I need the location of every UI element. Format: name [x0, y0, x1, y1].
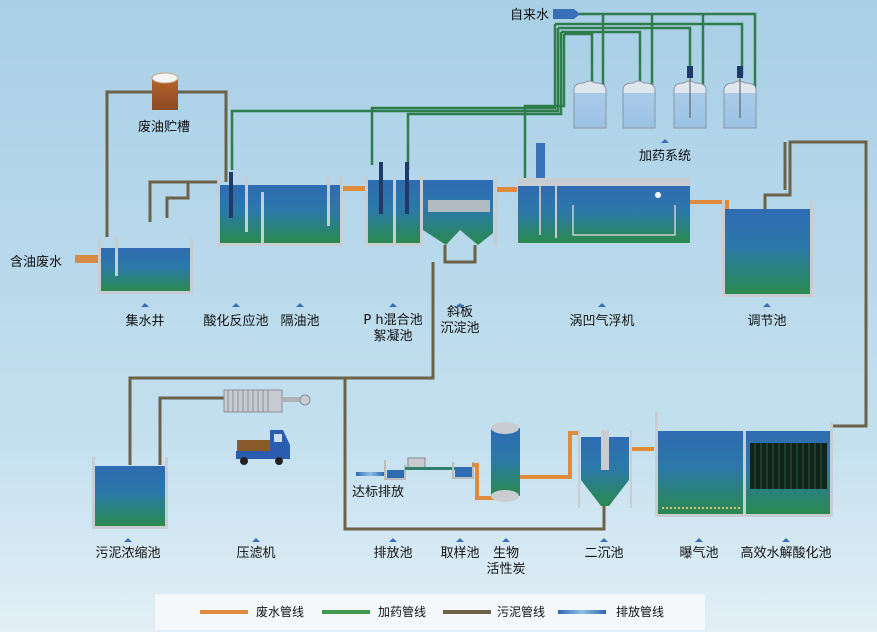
acidification-tank-label: 酸化反应池 — [203, 313, 268, 329]
legend-label-dosing: 加药管线 — [378, 604, 426, 619]
legend-swatch-discharge — [558, 610, 606, 614]
discharge-and-sampling-tanks — [356, 457, 474, 480]
collection-well-label: 集水井 — [125, 313, 164, 329]
secondary-clarifier — [578, 430, 632, 508]
compliant-discharge-label: 达标排放 — [352, 485, 404, 500]
tap-water-label: 自来水 — [510, 8, 549, 23]
wastewater-pipe — [520, 431, 580, 479]
top-labels: 集水井 酸化反应池 隔油池 P h混合池 絮凝池 斜板 沉淀池 涡凹气浮机 调节… — [125, 305, 786, 344]
aeration-tank-label: 曝气池 — [679, 545, 718, 561]
bio-activated-carbon-column — [491, 422, 520, 502]
wastewater-pipe — [343, 186, 366, 191]
activated-carbon-label: 活性炭 — [486, 562, 525, 577]
legend-label-sludge: 污泥管线 — [497, 604, 545, 619]
equalization-tank — [722, 200, 813, 297]
truck-icon — [236, 430, 290, 465]
air-flotation-machine — [518, 143, 690, 243]
sampling-tank-label: 取样池 — [440, 546, 479, 561]
legend-swatch-sludge — [443, 610, 491, 614]
legend-swatch-wastewater — [200, 610, 248, 614]
legend-label-wastewater: 废水管线 — [256, 604, 304, 619]
ph-mixing-flocculation-tank — [365, 162, 423, 246]
dosing-system-label: 加药系统 — [639, 149, 691, 164]
sludge-thickener — [92, 457, 168, 529]
ph-mixing-label: P h混合池 — [363, 313, 422, 328]
oily-wastewater-label: 含油废水 — [10, 254, 62, 270]
secondary-clarifier-label: 二沉池 — [584, 546, 623, 561]
collection-well — [98, 236, 193, 294]
dosing-tanks — [573, 66, 757, 129]
sludge-pipes — [105, 90, 868, 531]
sludge-thickener-label: 污泥浓缩池 — [95, 545, 160, 561]
air-flotation-label: 涡凹气浮机 — [569, 313, 634, 329]
wastewater-pipe — [472, 463, 500, 500]
wastewater-pipe — [690, 200, 729, 210]
settling-tank-label: 沉淀池 — [440, 321, 479, 336]
dosing-pipes — [230, 12, 757, 178]
tap-water-arrow-icon — [553, 9, 580, 19]
wastewater-pipe — [632, 447, 654, 451]
aeration-hydrolysis-tank — [655, 412, 833, 517]
inclined-plate-settler — [423, 176, 497, 246]
hydrolysis-tank-label: 高效水解酸化池 — [740, 545, 831, 561]
discharge-tank-label: 排放池 — [373, 546, 412, 561]
bio-carbon-label: 生物 — [493, 546, 519, 561]
legend-label-discharge: 排放管线 — [616, 604, 664, 619]
equalization-tank-label: 调节池 — [747, 314, 786, 329]
legend-swatch-dosing — [322, 610, 370, 614]
flocculation-label: 絮凝池 — [373, 328, 412, 344]
legend: 废水管线 加药管线 污泥管线 排放管线 — [155, 594, 705, 630]
filter-press-label: 压滤机 — [236, 546, 275, 561]
label-marker-icons — [124, 139, 790, 542]
acidification-oil-separator-tank — [217, 172, 343, 246]
inclined-plate-label: 斜板 — [447, 305, 473, 320]
filter-press — [223, 389, 311, 413]
bottom-labels: 污泥浓缩池 压滤机 排放池 取样池 生物 活性炭 二沉池 曝气池 高效水解酸化池 — [95, 545, 831, 577]
waste-oil-tank — [151, 72, 179, 110]
wastewater-pipe — [497, 187, 517, 192]
inlet-pipe — [75, 255, 99, 263]
waste-oil-tank-label: 废油贮槽 — [138, 119, 190, 135]
oil-separator-label: 隔油池 — [280, 314, 319, 329]
